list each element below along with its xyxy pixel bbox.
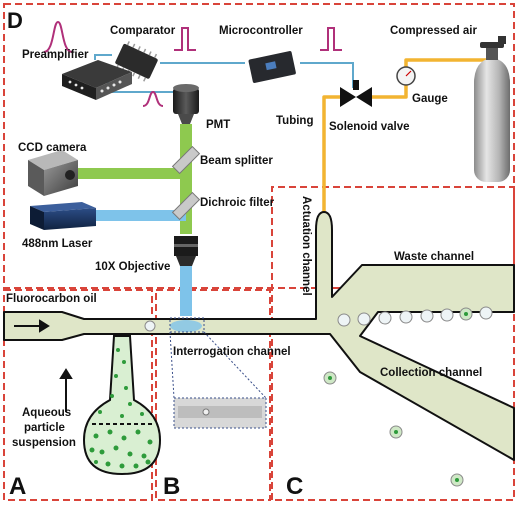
- comparator-label: Comparator: [110, 25, 176, 37]
- pulse-gaussian-small-icon: [142, 90, 164, 107]
- panel-borders: [3, 3, 515, 501]
- gauge-label: Gauge: [412, 93, 448, 105]
- dichroic-filter-icon: [171, 191, 201, 221]
- waste-channel-label: Waste channel: [394, 251, 474, 263]
- wire-preamp-to-comparator: [94, 54, 112, 60]
- tubing-label: Tubing: [276, 115, 313, 127]
- actuation-channel-label: Actuation channel: [300, 196, 312, 296]
- compressed-air-label: Compressed air: [390, 25, 477, 37]
- dichroic-filter-label: Dichroic filter: [200, 197, 275, 209]
- fluorocarbon-oil-label: Fluorocarbon oil: [6, 293, 97, 305]
- droplet: [440, 308, 454, 322]
- ccd-camera-icon: [28, 150, 78, 196]
- reservoir-particles: [89, 348, 153, 469]
- panel-c-border: [271, 186, 515, 501]
- panel-d-border: [3, 3, 515, 289]
- tubing-gauge-to-valve: [372, 84, 408, 99]
- collection-channel-label: Collection channel: [380, 367, 482, 379]
- beam-splitter-label: Beam splitter: [200, 155, 273, 167]
- beam-splitter-icon: [171, 145, 201, 175]
- sample-reservoir: [82, 335, 162, 476]
- laser-device-icon: [30, 202, 96, 230]
- wire-microcontroller-to-valve: [300, 62, 354, 88]
- aqueous-line-1: Aqueous: [22, 407, 71, 419]
- tubing-valve-to-actuation: [322, 95, 340, 218]
- aqueous-line-3: suspension: [12, 437, 76, 449]
- solenoid-valve-label: Solenoid valve: [329, 121, 410, 133]
- compressed-air-tank-icon: [474, 36, 510, 182]
- droplet: [420, 309, 434, 323]
- aqueous-line-2: particle: [24, 422, 65, 434]
- laser-label: 488nm Laser: [22, 238, 93, 250]
- panel-a-border: [3, 289, 153, 501]
- pmt-detector-icon: [173, 84, 199, 124]
- signal-pulses: [43, 20, 342, 107]
- panel-b-border: [155, 289, 271, 501]
- ccd-camera-label: CCD camera: [18, 142, 87, 154]
- droplet: [399, 310, 413, 324]
- panel-letter-d: D: [7, 8, 23, 33]
- objective-lens-icon: [174, 236, 198, 266]
- interrogation-spot: [170, 320, 202, 332]
- preamplifier-device-icon: [62, 60, 132, 100]
- green-beam-to-camera: [72, 168, 186, 179]
- aqueous-suspension-label: Aqueous particle suspension: [12, 407, 76, 449]
- panel-letter-a: A: [9, 473, 26, 500]
- panel-letter-b: B: [163, 473, 180, 500]
- droplets: [144, 306, 493, 487]
- pressure-gauge-icon: [396, 66, 416, 86]
- objective-label: 10X Objective: [95, 261, 170, 273]
- microcontroller-label: Microcontroller: [219, 25, 303, 37]
- solenoid-valve-icon: [340, 80, 372, 107]
- particles-in-droplets: [328, 312, 468, 482]
- blue-beam-to-sample: [180, 262, 192, 316]
- interrogation-channel-label: Interrogation channel: [173, 346, 291, 358]
- interrogation-zoom: [169, 317, 267, 429]
- microfluidic-chip: [3, 211, 515, 476]
- pmt-label: PMT: [206, 119, 230, 131]
- droplet: [479, 306, 493, 320]
- droplet: [357, 312, 371, 326]
- droplet: [144, 320, 156, 332]
- preamplifier-label: Preamplifier: [22, 49, 89, 61]
- panel-letter-c: C: [286, 473, 303, 500]
- pulse-square-comparator-icon: [174, 27, 196, 51]
- pulse-square-microcontroller-icon: [320, 27, 342, 51]
- blue-beam-from-laser: [92, 210, 186, 221]
- droplet: [378, 311, 392, 325]
- droplet: [337, 313, 351, 327]
- pulse-gaussian-top-icon: [43, 20, 73, 53]
- interrogation-highlight-box: [169, 317, 205, 333]
- main-channel-shape: [3, 211, 515, 461]
- microcontroller-chip-icon: [248, 51, 296, 83]
- flow-arrows: [14, 319, 73, 412]
